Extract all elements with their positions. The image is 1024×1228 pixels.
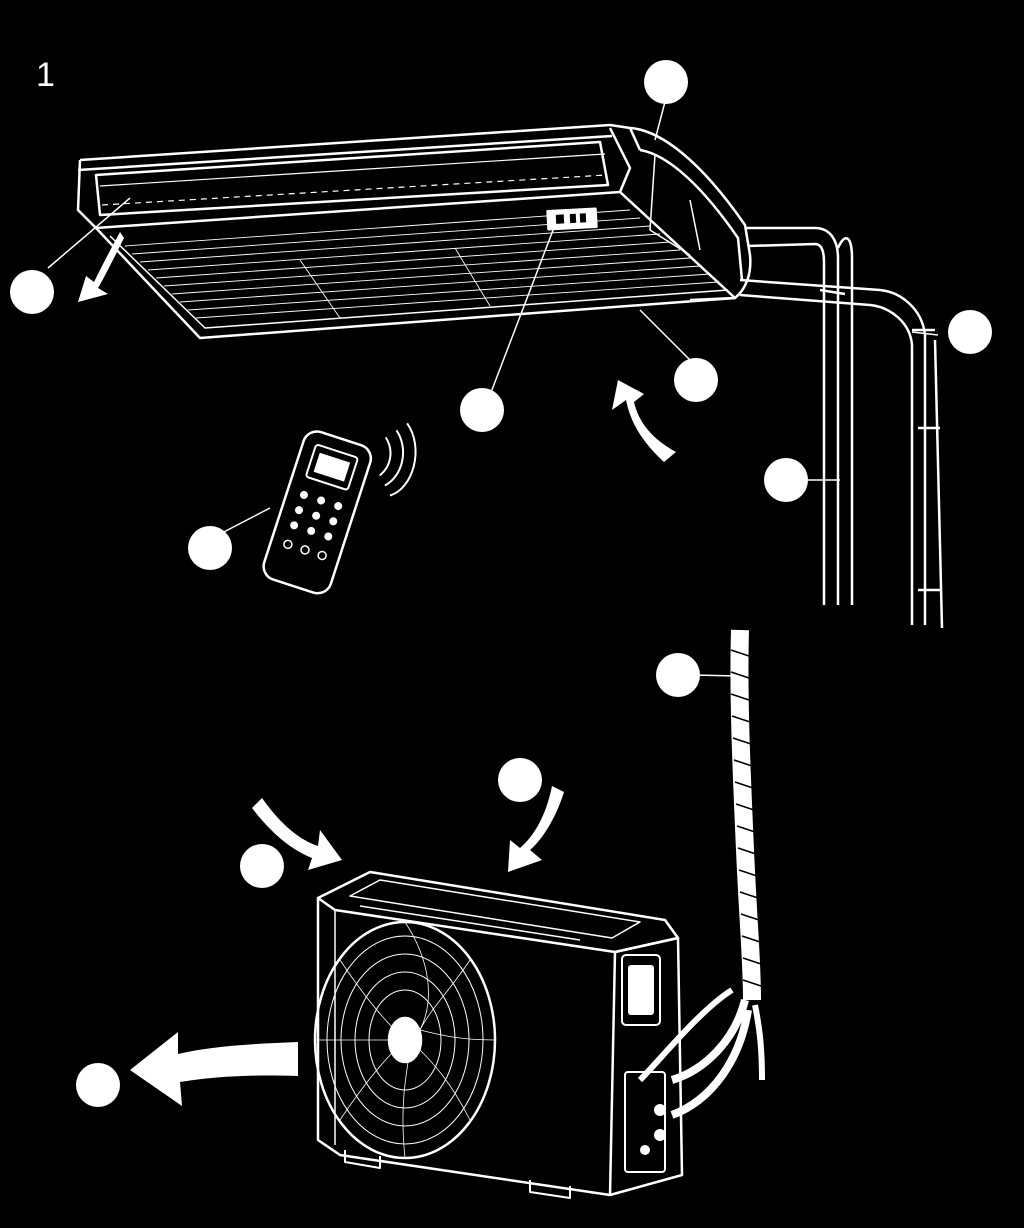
callout-air-inlet	[674, 358, 718, 402]
figure-number: 1	[36, 56, 55, 94]
wrapping-tape	[637, 629, 765, 1119]
callout-drain-pipe	[948, 310, 992, 354]
callout-connecting-pipes	[764, 458, 808, 502]
airflow-arrows	[78, 232, 676, 1106]
callout-outdoor-air-outlet	[76, 1063, 120, 1107]
remote-controller	[262, 422, 417, 595]
callout-air-outlet	[10, 270, 54, 314]
callout-remote-controller	[188, 526, 232, 570]
callout-indoor-unit	[644, 60, 688, 104]
callouts	[10, 60, 992, 1107]
leader-lines	[47, 97, 939, 677]
callout-wrapping-tape	[656, 653, 700, 697]
connecting-pipes	[739, 226, 944, 629]
outdoor-unit	[313, 870, 684, 1199]
callout-outdoor-air-inlet-side	[240, 844, 284, 888]
indoor-unit	[76, 123, 752, 340]
callout-display-panel	[460, 388, 504, 432]
callout-outdoor-air-inlet-top	[498, 758, 542, 802]
